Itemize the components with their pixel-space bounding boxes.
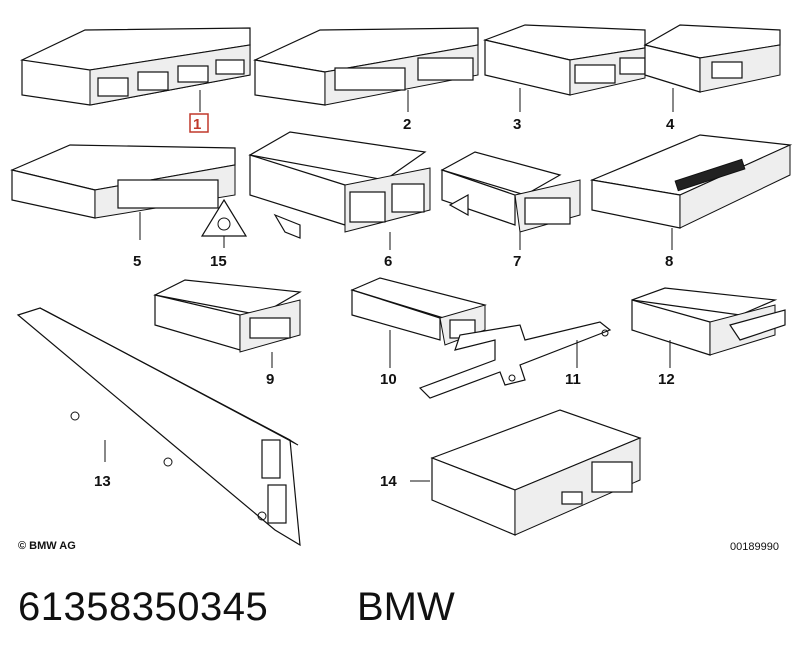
part-15-warning-label [200, 198, 248, 248]
label-4: 4 [666, 116, 675, 133]
label-1: 1 [193, 116, 201, 133]
brand-name: BMW [357, 585, 455, 629]
part-14-control-unit [410, 409, 642, 536]
part-6-control-unit [248, 131, 431, 250]
label-12: 12 [658, 371, 675, 388]
part-10-control-unit [350, 277, 487, 368]
label-6: 6 [384, 253, 392, 270]
label-8: 8 [665, 253, 673, 270]
label-3: 3 [513, 116, 521, 133]
part-8-control-unit [589, 134, 793, 250]
part-number: 61358350345 [18, 585, 269, 629]
part-4-control-unit [643, 24, 781, 112]
label-10: 10 [380, 371, 397, 388]
part-9-control-unit [153, 279, 302, 368]
highlight-box [189, 113, 209, 133]
label-13: 13 [94, 473, 111, 490]
label-11: 11 [565, 371, 581, 388]
part-12-control-unit [631, 287, 786, 368]
part-5-control-unit [10, 144, 236, 240]
copyright-text: © BMW AG [18, 540, 76, 552]
label-5: 5 [133, 253, 141, 270]
label-2: 2 [403, 116, 411, 133]
label-15: 15 [210, 253, 227, 270]
label-7: 7 [513, 253, 521, 270]
part-2-control-unit [252, 27, 479, 112]
label-14: 14 [380, 473, 397, 490]
part-1-control-unit [19, 27, 251, 112]
label-9: 9 [266, 371, 274, 388]
part-3-control-unit [482, 24, 646, 112]
part-13-control-unit [16, 307, 301, 547]
document-id: 00189990 [730, 541, 779, 553]
part-7-control-unit [440, 151, 581, 250]
part-11-bracket [418, 321, 612, 399]
